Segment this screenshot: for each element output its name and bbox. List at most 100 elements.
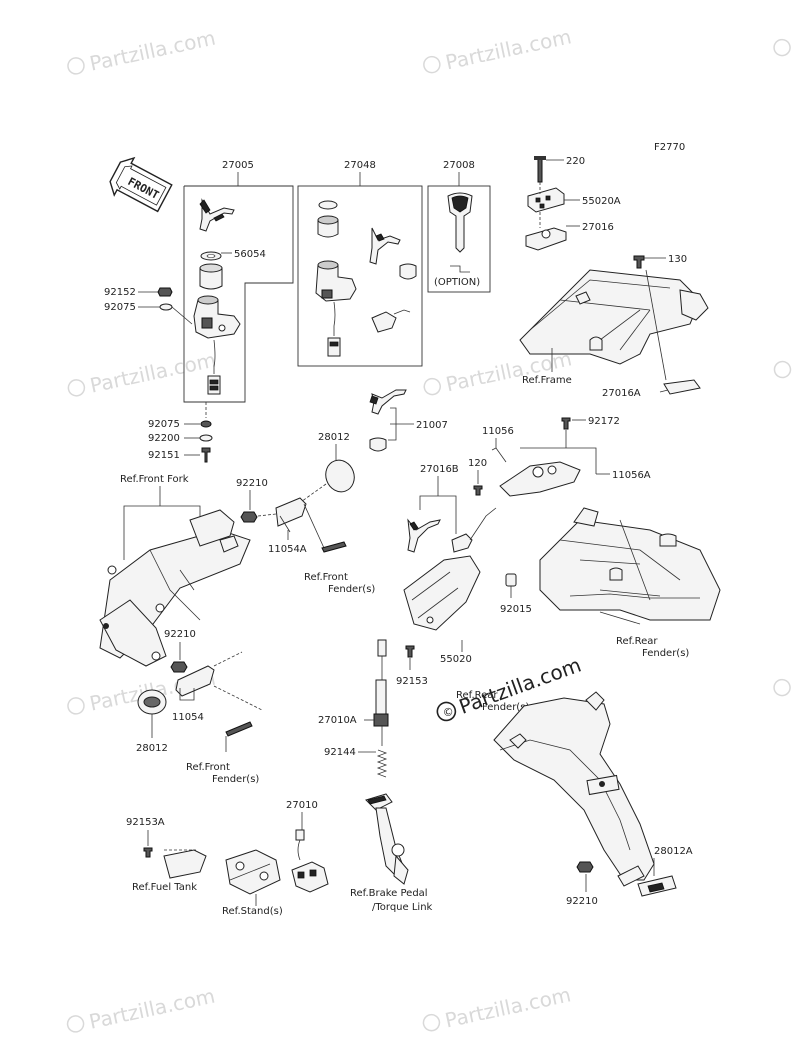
- fuel-tank-bracket-icon: [163, 849, 207, 879]
- key-icon: [369, 227, 401, 265]
- label-130: 130: [668, 254, 687, 265]
- connector-icon: [377, 639, 387, 657]
- ref-rear-fender-2b: Fender(s): [482, 702, 529, 713]
- label-21007: 21007: [416, 420, 448, 431]
- clamp-11054A-icon: [275, 497, 307, 527]
- bolt-icon: [633, 255, 645, 269]
- label-27016A: 27016A: [602, 388, 641, 399]
- key-icon: [407, 518, 441, 553]
- seat-lock-icon: [399, 263, 417, 280]
- bolt-icon: [473, 485, 483, 496]
- ref-front-fork: Ref.Front Fork: [120, 474, 189, 485]
- stand-bracket-icon: [225, 849, 281, 895]
- label-28012A: 28012A: [654, 846, 693, 857]
- svg-text:©: ©: [441, 704, 456, 720]
- lock-set-27048[interactable]: 27048: [297, 160, 423, 367]
- ignition-switch-set-27005[interactable]: 27005 56054: [183, 160, 294, 403]
- key-blank-27008[interactable]: 27008 (OPTION): [427, 160, 491, 293]
- ref-brake-b: /Torque Link: [372, 902, 433, 913]
- nut-icon: [200, 420, 212, 428]
- ref-fuel-tank: Ref.Fuel Tank: [132, 882, 197, 893]
- bracket-27016A-icon: [663, 379, 701, 395]
- ignition-switch-icon: [315, 260, 357, 357]
- washer-icon: [318, 200, 338, 210]
- label-27005: 27005: [222, 160, 254, 171]
- label-120: 120: [468, 458, 487, 469]
- connector-icon: [295, 829, 305, 841]
- label-11054A: 11054A: [268, 544, 307, 555]
- label-92153: 92153: [396, 676, 428, 687]
- ref-frame: Ref.Frame: [522, 375, 572, 386]
- label-92144: 92144: [324, 747, 356, 758]
- label-28012a: 28012: [318, 432, 350, 443]
- label-28012b: 28012: [136, 743, 168, 754]
- nut-icon: [157, 287, 173, 297]
- watermark-text: Partzilla.com: [88, 348, 218, 398]
- seat-lock-icon: [451, 533, 473, 553]
- label-55020: 55020: [440, 654, 472, 665]
- brake-pedal-icon: [365, 793, 409, 885]
- ref-rear-fender-2a: Ref.Rear: [456, 690, 498, 701]
- side-stand-switch-icon: [291, 861, 329, 893]
- label-56054: 56054: [234, 249, 266, 260]
- label-92075b: 92075: [148, 419, 180, 430]
- bolt-icon: [201, 447, 211, 463]
- rear-frame-icon: [539, 507, 721, 621]
- label-27048: 27048: [344, 160, 376, 171]
- label-92172: 92172: [588, 416, 620, 427]
- plate-27016-icon: [525, 227, 567, 251]
- label-92200: 92200: [148, 433, 180, 444]
- label-92210b: 92210: [164, 629, 196, 640]
- ref-rear-fender-1a: Ref.Rear: [616, 636, 658, 647]
- cover-55020-icon: [403, 555, 481, 631]
- spring-icon: [376, 749, 388, 778]
- ref-stand: Ref.Stand(s): [222, 906, 283, 917]
- nut-icon: [576, 861, 594, 873]
- clamp-11054-icon: [175, 665, 215, 697]
- watermark-text: Partzilla.com: [443, 982, 573, 1032]
- bolt-icon: [321, 541, 347, 553]
- front-arrow-icon: FRONT: [109, 156, 173, 213]
- ref-front-fender-1b: Fender(s): [328, 584, 375, 595]
- key-icon: [199, 198, 235, 232]
- screw-icon: [143, 847, 153, 858]
- label-27016B: 27016B: [420, 464, 459, 475]
- label-92015: 92015: [500, 604, 532, 615]
- frame-bracket-assembly: 220 55020A 27016 130 Ref.Frame 27016A: [519, 156, 709, 399]
- watermark-text: Partzilla.com: [87, 984, 217, 1034]
- label-27016: 27016: [582, 222, 614, 233]
- label-11056A: 11056A: [612, 470, 651, 481]
- key-set-21007[interactable]: 21007: [369, 389, 448, 452]
- switch-body-icon: [375, 679, 387, 715]
- label-220: 220: [566, 156, 585, 167]
- switch-nut-icon: [373, 713, 389, 727]
- diagram-code: F2770: [654, 142, 685, 153]
- front-fork-icon: [99, 509, 251, 667]
- label-92152: 92152: [104, 287, 136, 298]
- washer-icon: [159, 303, 173, 311]
- label-27010A: 27010A: [318, 715, 357, 726]
- bolt-icon: [537, 157, 543, 183]
- nut-icon: [170, 661, 188, 673]
- label-27008: 27008: [443, 160, 475, 171]
- cap-icon: [325, 459, 355, 493]
- watermark-text: Partzilla.com: [443, 24, 573, 74]
- label-option: (OPTION): [434, 277, 480, 288]
- label-92210c: 92210: [566, 896, 598, 907]
- nut-icon: [240, 511, 258, 523]
- screw-icon: [561, 417, 571, 430]
- cable-lock-icon: [371, 311, 397, 333]
- label-92151: 92151: [148, 450, 180, 461]
- ref-front-fender-2a: Ref.Front: [186, 762, 230, 773]
- spacer-icon: [505, 573, 517, 587]
- reflector-28012A-icon: [637, 875, 677, 897]
- seat-lock-icon: [369, 437, 387, 452]
- screw-icon: [405, 645, 415, 658]
- ref-rear-fender-1b: Fender(s): [642, 648, 689, 659]
- label-92210a: 92210: [236, 478, 268, 489]
- label-27010: 27010: [286, 800, 318, 811]
- brake-switch-27010A[interactable]: 27010A 92144: [318, 639, 389, 778]
- label-92153A: 92153A: [126, 817, 165, 828]
- washer-icon: [199, 434, 213, 442]
